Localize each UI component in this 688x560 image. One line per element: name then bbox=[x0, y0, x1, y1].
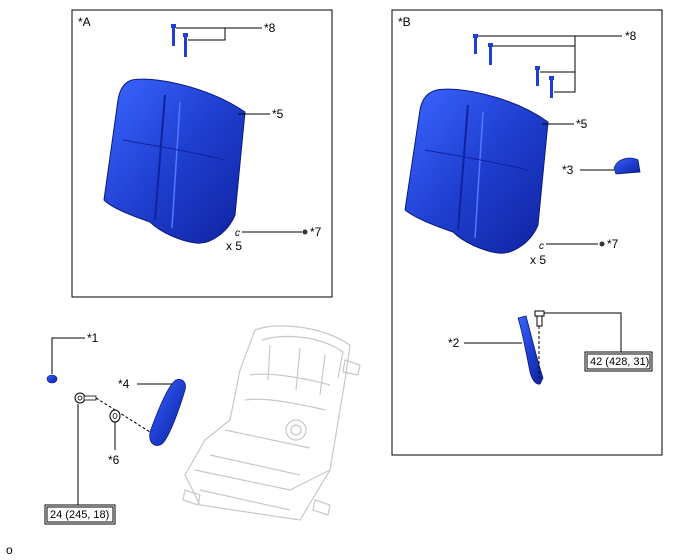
leader-line bbox=[51, 337, 85, 374]
panel-b-frame bbox=[391, 9, 663, 456]
torque-spec-knob-bolt: 24 (245, 18) bbox=[50, 509, 109, 521]
clip-dot-icon bbox=[302, 229, 308, 235]
screw-icon bbox=[171, 24, 176, 46]
clip-dot-icon bbox=[599, 241, 605, 247]
torque-box-inner bbox=[586, 353, 651, 370]
callout-7-b: *7 bbox=[607, 237, 619, 251]
callout-8-a: *8 bbox=[264, 21, 276, 35]
callout-6: *6 bbox=[108, 453, 120, 467]
torque-spec-bracket-bolt: 42 (428, 31) bbox=[590, 356, 649, 368]
cover-icon bbox=[149, 379, 186, 446]
screw-icon bbox=[183, 33, 188, 57]
callout-1: *1 bbox=[87, 331, 99, 345]
clip-quantity-b: x 5 bbox=[530, 253, 546, 267]
callout-2: *2 bbox=[448, 336, 460, 350]
callout-3: *3 bbox=[562, 163, 574, 177]
panel-a-frame bbox=[71, 9, 333, 298]
washer-hole bbox=[112, 413, 118, 419]
bolt-icon bbox=[534, 310, 545, 327]
callout-5-b: *5 bbox=[576, 117, 588, 131]
panel-a-label: *A bbox=[78, 15, 91, 29]
seatback-cushion-icon bbox=[404, 88, 549, 254]
leader-line bbox=[544, 312, 622, 352]
leader-line bbox=[478, 35, 576, 93]
screw-icon bbox=[488, 43, 493, 65]
seatback-cushion-icon bbox=[103, 78, 246, 244]
cap-icon bbox=[46, 374, 58, 384]
callout-4: *4 bbox=[118, 377, 130, 391]
clip-icon: c bbox=[539, 241, 544, 252]
clip-quantity-a: x 5 bbox=[226, 239, 242, 253]
bracket-icon bbox=[517, 315, 544, 385]
knob-bolt-icon bbox=[74, 392, 97, 404]
torque-box-inner bbox=[46, 506, 114, 523]
callout-5-a: *5 bbox=[272, 107, 284, 121]
install-path-line bbox=[95, 397, 151, 433]
corner-mark: o bbox=[6, 543, 13, 557]
washer-icon bbox=[109, 409, 121, 423]
clip-icon: c bbox=[235, 228, 240, 239]
screw-icon bbox=[535, 66, 540, 86]
screw-icon bbox=[549, 76, 554, 98]
callout-8-b: *8 bbox=[625, 29, 637, 43]
panel-b-label: *B bbox=[398, 15, 411, 29]
headrest-guide-icon bbox=[613, 157, 641, 175]
seat-frame-icon bbox=[182, 325, 361, 521]
screw-icon bbox=[473, 34, 478, 54]
leader-line bbox=[176, 27, 226, 41]
callout-7-a: *7 bbox=[310, 225, 322, 239]
